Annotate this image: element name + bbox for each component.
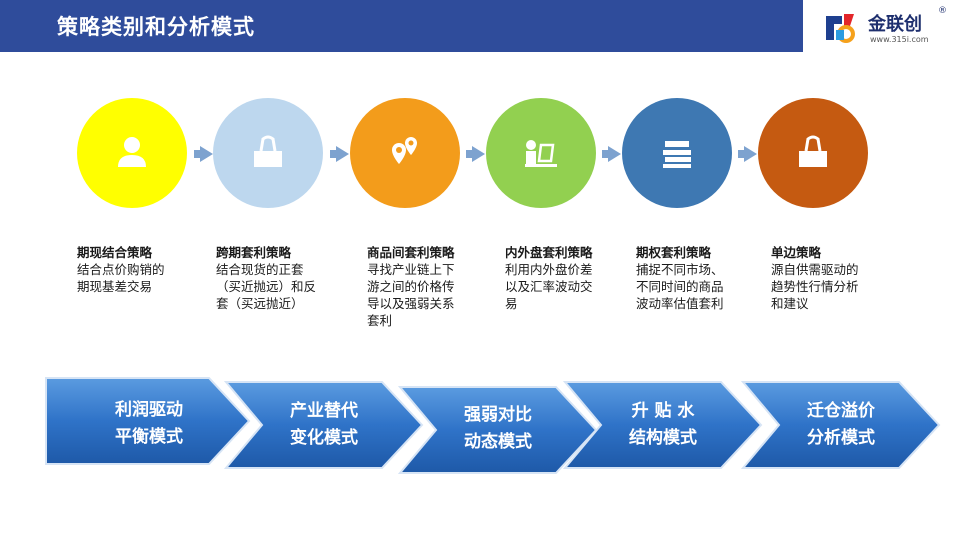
binder-clip-icon <box>254 135 282 167</box>
step-desc-6: 单边策略 源自供需驱动的 趋势性行情分析 和建议 <box>771 244 895 312</box>
step-desc-3: 商品间套利策略 寻找产业链上下 游之间的价格传 导以及强弱关系 套利 <box>367 244 491 329</box>
page-title: 策略类别和分析模式 <box>57 15 255 39</box>
header-bar: 策略类别和分析模式 <box>0 0 803 52</box>
step-text: 利用内外盘价差 以及汇率波动交 易 <box>505 262 593 311</box>
step-desc-5: 期权套利策略 捕捉不同市场、 不同时间的商品 波动率估值套利 <box>636 244 760 312</box>
mode-label: 迁仓溢价 分析模式 <box>807 401 875 448</box>
step-circle-1 <box>77 98 187 208</box>
flow-arrow-2 <box>330 146 349 162</box>
flow-arrow-5 <box>738 146 757 162</box>
step-circle-4 <box>486 98 596 208</box>
step-text: 捕捉不同市场、 不同时间的商品 波动率估值套利 <box>636 262 724 311</box>
registered-mark: ® <box>938 6 947 16</box>
step-text: 结合点价购销的 期现基差交易 <box>77 262 165 294</box>
brand-url: www.315i.com <box>870 35 929 44</box>
binder-clip-icon <box>799 135 827 167</box>
step-title: 商品间套利策略 <box>367 245 455 260</box>
user-icon <box>118 137 146 167</box>
step-title: 期权套利策略 <box>636 245 712 260</box>
mode-chevron-4: 升 贴 水 结构模式 <box>562 380 763 474</box>
brand-logo: 金联创 ® www.315i.com <box>820 6 950 48</box>
mode-chevron-2: 产业替代 变化模式 <box>223 380 424 474</box>
mode-label: 升 贴 水 结构模式 <box>629 401 697 448</box>
mode-label: 利润驱动 平衡模式 <box>115 400 183 447</box>
step-circle-6 <box>758 98 868 208</box>
flow-arrow-3 <box>466 146 485 162</box>
mode-label: 强弱对比 动态模式 <box>464 405 532 452</box>
step-text: 寻找产业链上下 游之间的价格传 导以及强弱关系 套利 <box>367 262 455 328</box>
location-pins-icon <box>392 137 417 164</box>
step-text: 结合现货的正套 （买近抛远）和反 套（买远抛近） <box>216 262 317 311</box>
brand-mark-icon <box>826 14 855 43</box>
step-circle-3 <box>350 98 460 208</box>
mode-chevron-5: 迁仓溢价 分析模式 <box>740 380 941 474</box>
step-circle-2 <box>213 98 323 208</box>
step-title: 期现结合策略 <box>77 245 153 260</box>
step-desc-2: 跨期套利策略 结合现货的正套 （买近抛远）和反 套（买远抛近） <box>216 244 340 312</box>
mode-label: 产业替代 变化模式 <box>290 401 358 448</box>
mode-chevron-1: 利润驱动 平衡模式 <box>44 376 252 470</box>
laptop-user-icon <box>525 140 557 167</box>
step-circle-5 <box>622 98 732 208</box>
flow-arrow-4 <box>602 146 621 162</box>
step-title: 内外盘套利策略 <box>505 245 593 260</box>
flow-arrow-1 <box>194 146 213 162</box>
step-title: 跨期套利策略 <box>216 245 292 260</box>
step-desc-1: 期现结合策略 结合点价购销的 期现基差交易 <box>77 244 197 295</box>
step-text: 源自供需驱动的 趋势性行情分析 和建议 <box>771 262 859 311</box>
mode-chevron-3: 强弱对比 动态模式 <box>397 385 598 479</box>
graduation-books-icon <box>663 141 691 168</box>
brand-name: 金联创 <box>868 14 922 35</box>
step-desc-4: 内外盘套利策略 利用内外盘价差 以及汇率波动交 易 <box>505 244 629 312</box>
step-title: 单边策略 <box>771 245 822 260</box>
